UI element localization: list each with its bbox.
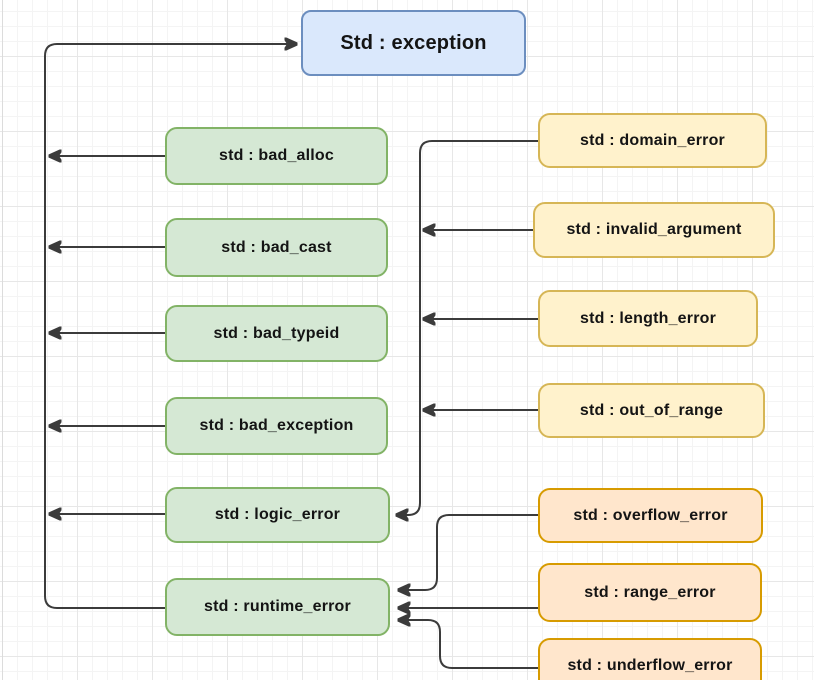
node-std-exception: Std : exception: [301, 10, 526, 76]
canvas-page-border: [2, 0, 3, 680]
node-std-range-error: std : range_error: [538, 563, 762, 622]
node-std-range-error-label: std : range_error: [584, 583, 716, 601]
node-std-overflow-error: std : overflow_error: [538, 488, 763, 543]
node-std-bad-exception: std : bad_exception: [165, 397, 388, 455]
connector-overflow-error-to-runtime-error: [398, 514, 538, 590]
node-std-bad-alloc: std : bad_alloc: [165, 127, 388, 185]
node-std-bad-typeid: std : bad_typeid: [165, 305, 388, 362]
connector-runtime-error-to-exception: [44, 44, 297, 609]
node-std-length-error-label: std : length_error: [579, 309, 717, 327]
node-std-bad-cast-label: std : bad_cast: [221, 238, 332, 256]
node-std-runtime-error-label: std : runtime_error: [204, 598, 351, 615]
node-std-exception-label: Std : exception: [340, 31, 487, 54]
node-std-length-error: std : length_error: [538, 290, 758, 347]
node-std-bad-exception-label: std : bad_exception: [199, 417, 354, 434]
node-std-underflow-error-label: std : underflow_error: [567, 656, 733, 674]
node-std-out-of-range-label: std : out_of_range: [579, 401, 724, 419]
node-std-invalid-argument-label: std : invalid_argument: [566, 221, 742, 238]
node-std-runtime-error: std : runtime_error: [165, 578, 390, 636]
connector-underflow-error-to-runtime-error: [398, 620, 538, 669]
node-std-invalid-argument: std : invalid_argument: [533, 202, 775, 258]
node-std-out-of-range: std : out_of_range: [538, 383, 765, 438]
node-std-logic-error: std : logic_error: [165, 487, 390, 543]
node-std-bad-typeid-label: std : bad_typeid: [213, 324, 340, 342]
connector-domain-error-to-logic-error: [396, 140, 538, 515]
node-std-logic-error-label: std : logic_error: [214, 506, 341, 523]
node-std-bad-cast: std : bad_cast: [165, 218, 388, 277]
node-std-domain-error-label: std : domain_error: [580, 131, 725, 149]
node-std-bad-alloc-label: std : bad_alloc: [218, 147, 335, 164]
node-std-domain-error: std : domain_error: [538, 113, 767, 168]
node-std-underflow-error: std : underflow_error: [538, 638, 762, 680]
node-std-overflow-error-label: std : overflow_error: [573, 506, 728, 524]
